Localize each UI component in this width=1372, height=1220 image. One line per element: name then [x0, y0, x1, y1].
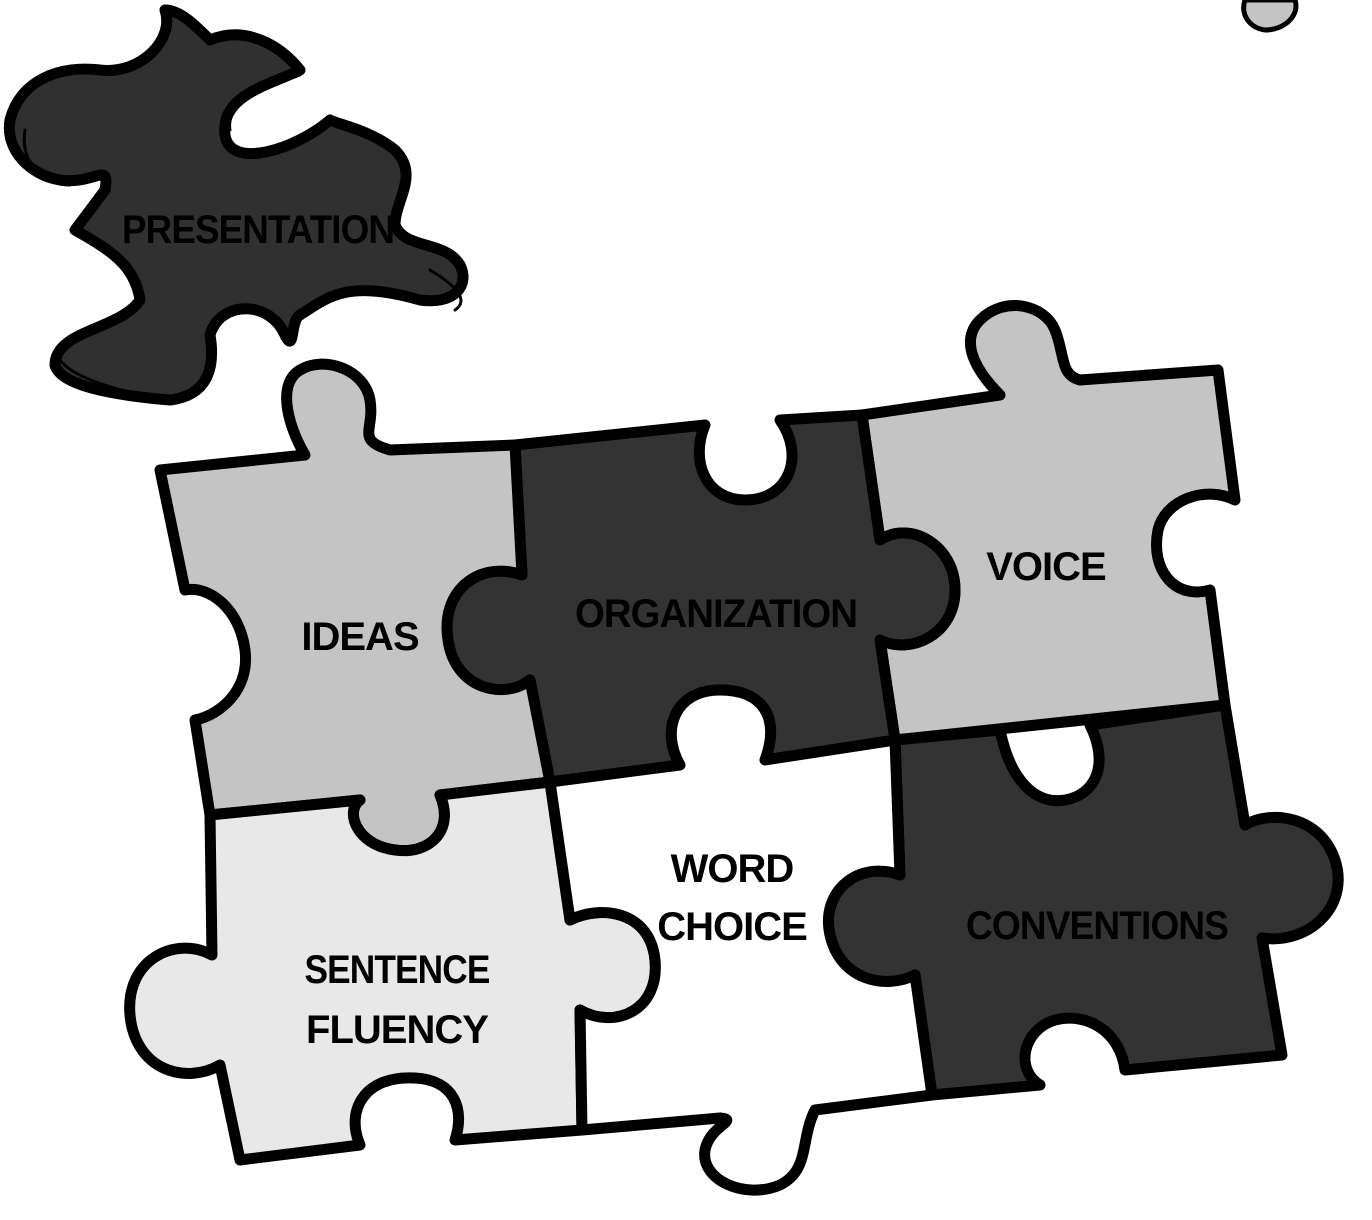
label-word-choice-line2: CHOICE	[657, 905, 807, 949]
label-sentence-fluency-line2: FLUENCY	[306, 1008, 489, 1052]
sketch-line	[228, 73, 302, 132]
corner-piece-fragment	[1241, 0, 1299, 33]
puzzle-piece-sentence-fluency	[124, 776, 661, 1166]
puzzle-piece-voice	[856, 300, 1241, 746]
label-organization: ORGANIZATION	[575, 592, 857, 636]
sketch-line	[22, 128, 72, 187]
label-ideas: IDEAS	[301, 615, 419, 659]
label-word-choice-line1: WORD	[671, 847, 794, 891]
puzzle-piece-presentation	[3, 4, 469, 406]
label-presentation: PRESENTATION	[122, 208, 394, 252]
label-sentence-fluency-line1: SENTENCE	[305, 948, 490, 992]
label-voice: VOICE	[986, 545, 1106, 589]
label-conventions: CONVENTIONS	[966, 904, 1228, 948]
puzzle-piece-word-choice	[544, 684, 938, 1196]
sketch-line	[58, 358, 172, 400]
sketch-line	[428, 268, 463, 312]
puzzle-piece-ideas	[154, 358, 556, 857]
